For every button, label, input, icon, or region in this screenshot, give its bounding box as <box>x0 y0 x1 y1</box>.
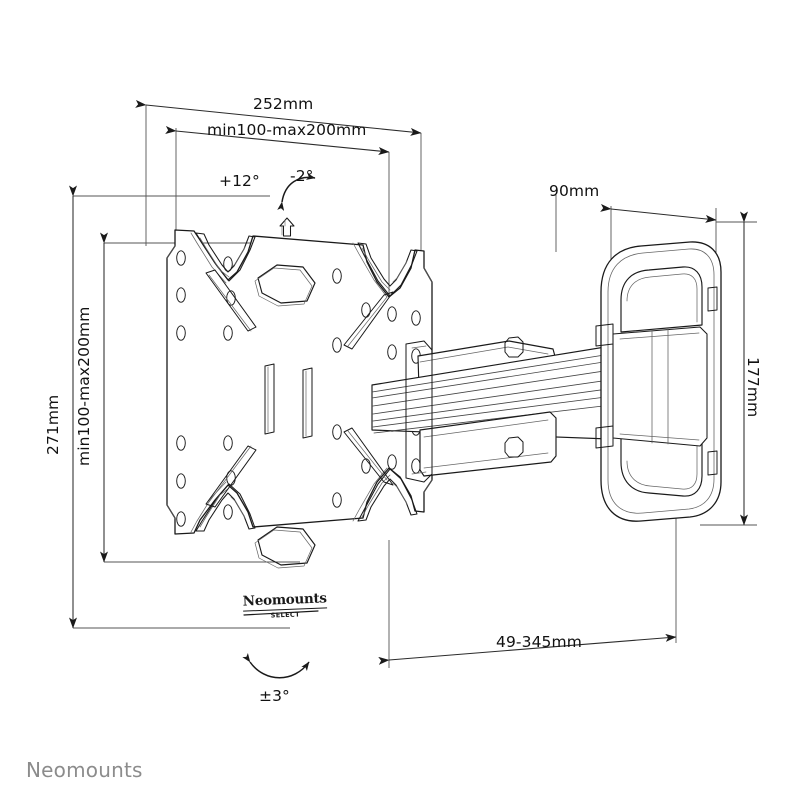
wall-plate-rotation-hub <box>612 326 708 447</box>
up-arrow-marker <box>279 217 295 237</box>
neomounts-watermark: Neomounts <box>26 758 143 782</box>
label-vesa-vertical: min100-max200mm <box>75 306 93 466</box>
dimension-line-extension-range <box>378 633 677 665</box>
plate-hook-top-right <box>352 242 418 298</box>
label-wall-offset: 90mm <box>549 182 600 200</box>
vesa-display-plate <box>166 217 433 616</box>
wall-plate-arm-collar <box>595 323 614 449</box>
label-extension-range: 49-345mm <box>496 633 582 651</box>
dimension-line-wall-offset <box>600 203 717 223</box>
hexagon-cutout-upper <box>254 264 316 307</box>
label-plate-width: 252mm <box>253 95 314 113</box>
wall-plate-mount-slots <box>707 286 718 476</box>
hexagon-cutout-lower <box>254 526 316 569</box>
label-rotation: ±3° <box>259 687 290 705</box>
label-tilt-down: -2° <box>290 167 314 185</box>
label-plate-height: 271mm <box>44 394 62 455</box>
dimension-lines-group <box>69 99 757 668</box>
product-geometry <box>166 217 722 616</box>
dimension-line-vesa-horizontal <box>165 125 390 155</box>
plate-thickness-edge <box>166 245 433 519</box>
plate-brand-name: Neomounts <box>242 590 328 610</box>
plate-diagonal-slots <box>205 269 394 508</box>
wall-plate-assembly <box>595 241 722 522</box>
label-wall-plate-height: 177mm <box>744 357 762 418</box>
label-tilt-up: +12° <box>219 172 260 190</box>
tilt-angle-indicator <box>277 172 316 211</box>
arm-joint-knuckle <box>504 336 524 458</box>
wall-plate-cutout-lower <box>620 433 703 497</box>
rotation-angle-indicator <box>242 653 310 679</box>
arm-plate-pivot <box>405 340 433 483</box>
wall-plate-cutout-upper <box>620 266 703 333</box>
plate-brand-rule <box>243 610 319 616</box>
plate-brand-logo: Neomounts SELECT <box>242 590 328 621</box>
label-vesa-horizontal: min100-max200mm <box>207 121 367 139</box>
arm-lower-housing <box>419 411 557 477</box>
